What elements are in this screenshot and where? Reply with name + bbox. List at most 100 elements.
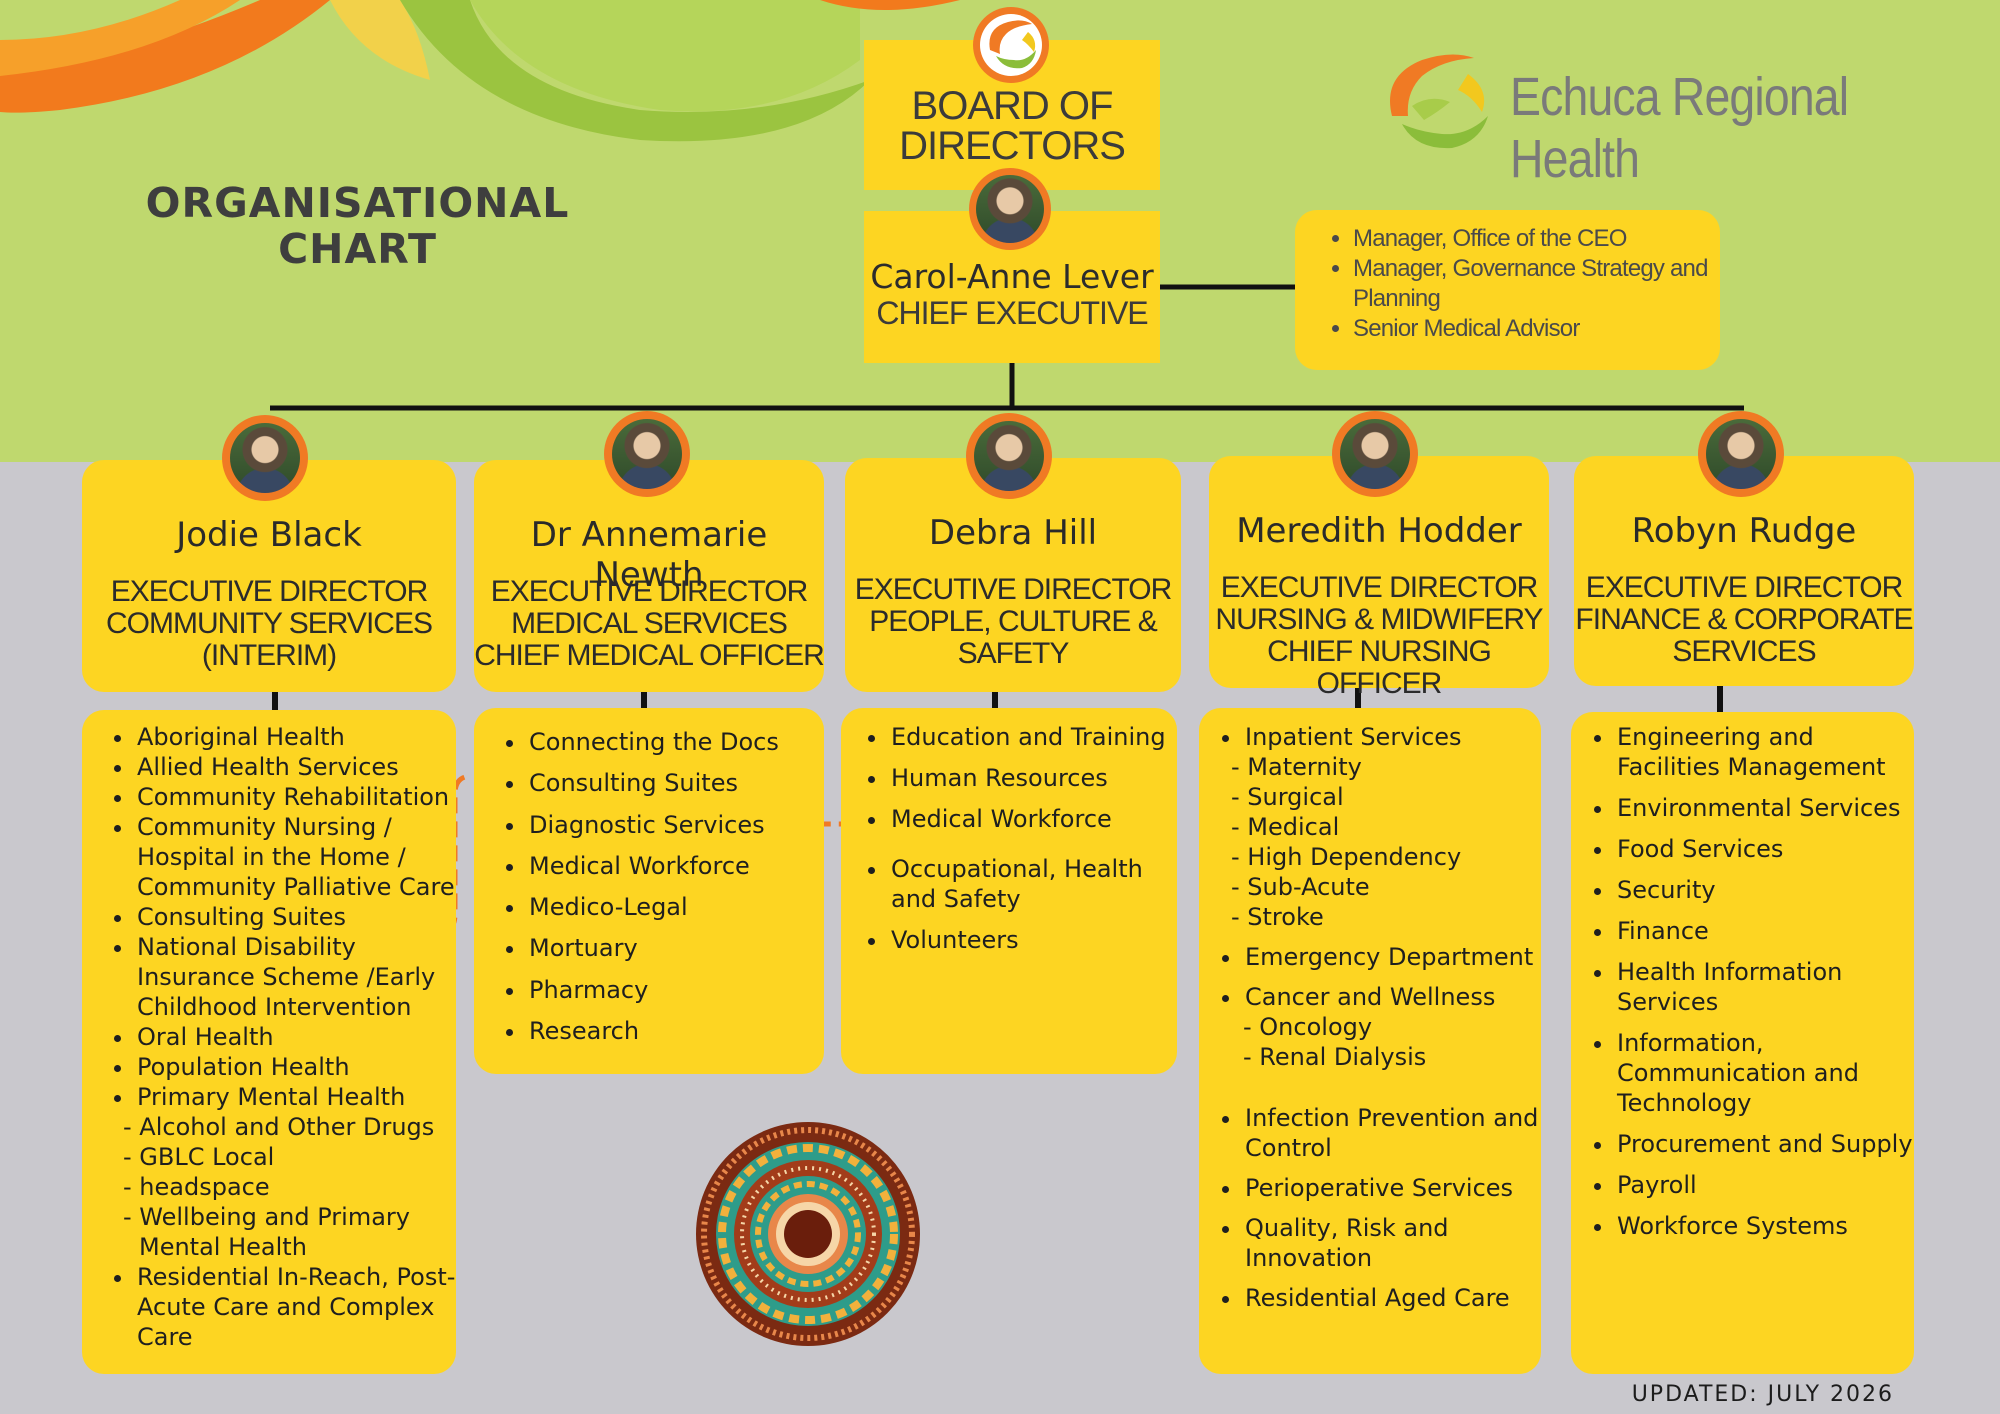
- exec-role-line: COMMUNITY SERVICES: [106, 607, 433, 640]
- sub-item: - headspace: [123, 1173, 270, 1201]
- avatar: [222, 415, 308, 501]
- exec-role: EXECUTIVE DIRECTOR PEOPLE, CULTURE & SAF…: [845, 574, 1181, 670]
- list-item: Residential Aged Care: [1243, 1283, 1541, 1313]
- services-list: Engineering and Facilities Management En…: [1571, 722, 1914, 1241]
- list-item: Medical Workforce: [527, 846, 824, 887]
- list-item: Occupational, Health and Safety: [889, 854, 1177, 914]
- exec-name: Dr Annemarie Newth: [530, 515, 768, 595]
- exec-role-line: CHIEF MEDICAL OFFICER: [474, 639, 825, 672]
- list-item: Procurement and Supply: [1615, 1129, 1914, 1159]
- exec-name: Jodie Black: [176, 515, 362, 555]
- exec-role-line: FINANCE & CORPORATE: [1575, 603, 1913, 636]
- list-item: Senior Medical Advisor: [1353, 314, 1720, 344]
- ceo-advisors-box: Manager, Office of the CEO Manager, Gove…: [1295, 210, 1720, 370]
- sub-item: - Oncology: [1243, 1013, 1373, 1041]
- exec-role-line: MEDICAL SERVICES: [511, 607, 788, 640]
- sub-item: - Wellbeing and Primary: [123, 1203, 410, 1231]
- decorative-leaves: [0, 0, 960, 142]
- exec-box-medical: Dr Annemarie Newth EXECUTIVE DIRECTOR ME…: [474, 460, 825, 692]
- board-title-line2: DIRECTORS: [899, 124, 1126, 168]
- board-title: BOARD OF DIRECTORS: [887, 86, 1137, 166]
- exec-role-line: EXECUTIVE DIRECTOR: [490, 575, 809, 608]
- sub-item: - Alcohol and Other Drugs: [123, 1113, 435, 1141]
- exec-role: EXECUTIVE DIRECTOR MEDICAL SERVICES CHIE…: [474, 575, 825, 672]
- sub-item: - Surgical: [1231, 783, 1344, 811]
- avatar: [966, 413, 1052, 499]
- sub-item: - Stroke: [1231, 903, 1324, 931]
- sub-item: Mental Health: [139, 1233, 307, 1261]
- list-item: Community Nursing / Hospital in the Home…: [135, 812, 456, 902]
- list-item: Food Services: [1615, 834, 1914, 864]
- exec-role-line: (INTERIM): [201, 639, 337, 672]
- list-item: Primary Mental Health - Alcohol and Othe…: [123, 1082, 456, 1262]
- services-box-nursing: Inpatient Services - Maternity - Surgica…: [1199, 708, 1541, 1374]
- list-item: Aboriginal Health: [135, 722, 456, 752]
- list-item: Volunteers: [889, 925, 1177, 955]
- avatar: [604, 411, 690, 497]
- sub-item: - High Dependency: [1231, 843, 1462, 871]
- list-item: Consulting Suites: [135, 902, 456, 932]
- list-item: Consulting Suites: [527, 763, 824, 804]
- list-item: Infection Prevention and Control: [1243, 1103, 1541, 1163]
- ceo-name: Carol-Anne Lever: [870, 257, 1154, 296]
- list-item: Cancer and Wellness - Oncology - Renal D…: [1243, 982, 1541, 1072]
- exec-role: EXECUTIVE DIRECTOR FINANCE & CORPORATE S…: [1574, 572, 1914, 668]
- sub-item: - GBLC Local: [123, 1143, 275, 1171]
- list-item: Information, Communication and Technolog…: [1615, 1028, 1914, 1118]
- chart-title-line1: ORGANISATIONAL: [145, 179, 570, 227]
- list-item: Population Health: [135, 1052, 456, 1082]
- services-list: Education and Training Human Resources M…: [841, 722, 1177, 955]
- exec-role-line: NURSING & MIDWIFERY: [1215, 603, 1543, 636]
- sub-item: - Renal Dialysis: [1243, 1043, 1427, 1071]
- board-title-line1: BOARD OF: [911, 84, 1114, 128]
- list-item: Human Resources: [889, 763, 1177, 793]
- exec-name: Debra Hill: [928, 513, 1098, 553]
- ceo-avatar: [969, 168, 1051, 250]
- board-logo-icon: [973, 7, 1049, 83]
- list-item: Finance: [1615, 916, 1914, 946]
- list-item: Perioperative Services: [1243, 1173, 1541, 1203]
- list-item: Manager, Office of the CEO: [1353, 224, 1720, 254]
- list-item: Mortuary: [527, 928, 824, 969]
- list-item: Research: [527, 1011, 824, 1052]
- list-item: Medical Workforce: [889, 804, 1177, 834]
- list-item: Manager, Governance Strategy and Plannin…: [1353, 254, 1720, 314]
- list-item: Connecting the Docs: [527, 722, 824, 763]
- list-item: Quality, Risk and Innovation: [1243, 1213, 1541, 1273]
- services-list: Aboriginal Health Allied Health Services…: [82, 722, 456, 1352]
- list-item: Security: [1615, 875, 1914, 905]
- list-item: Allied Health Services: [135, 752, 456, 782]
- services-box-medical: Connecting the Docs Consulting Suites Di…: [474, 708, 824, 1074]
- list-item: Environmental Services: [1615, 793, 1914, 823]
- list-item: Diagnostic Services: [527, 805, 824, 846]
- aboriginal-art-icon: [696, 1122, 920, 1346]
- list-item: Emergency Department: [1243, 942, 1541, 972]
- exec-role-line: EXECUTIVE DIRECTOR: [1585, 571, 1904, 604]
- services-box-people-culture: Education and Training Human Resources M…: [841, 708, 1177, 1074]
- exec-role-line: EXECUTIVE DIRECTOR: [854, 573, 1173, 606]
- avatar: [1332, 411, 1418, 497]
- list-item: Residential In-Reach, Post-Acute Care an…: [135, 1262, 456, 1352]
- list-item: Engineering and Facilities Management: [1615, 722, 1914, 782]
- exec-name: Robyn Rudge: [1631, 511, 1857, 551]
- list-item-label: Inpatient Services: [1245, 723, 1462, 751]
- exec-role-line: SERVICES: [1672, 635, 1816, 668]
- exec-role: EXECUTIVE DIRECTOR NURSING & MIDWIFERY C…: [1209, 572, 1549, 700]
- avatar: [1698, 411, 1784, 497]
- sub-item: - Maternity: [1231, 753, 1362, 781]
- ceo-role: CHIEF EXECUTIVE: [876, 295, 1148, 331]
- list-item: Oral Health: [135, 1022, 456, 1052]
- list-item-label: Cancer and Wellness: [1245, 983, 1496, 1011]
- exec-role-line: EXECUTIVE DIRECTOR: [1220, 571, 1539, 604]
- list-item: Community Rehabilitation: [135, 782, 456, 812]
- exec-role-line: PEOPLE, CULTURE &: [869, 605, 1158, 638]
- list-item: Workforce Systems: [1615, 1211, 1914, 1241]
- list-item: Medico-Legal: [527, 887, 824, 928]
- exec-name: Meredith Hodder: [1236, 511, 1522, 551]
- advisors-list: Manager, Office of the CEO Manager, Gove…: [1295, 224, 1720, 344]
- list-item: National Disability Insurance Scheme /Ea…: [135, 932, 456, 1022]
- exec-role-line: CHIEF NURSING OFFICER: [1267, 635, 1492, 700]
- exec-role-line: SAFETY: [957, 637, 1070, 670]
- exec-box-nursing: Meredith Hodder EXECUTIVE DIRECTOR NURSI…: [1209, 456, 1549, 700]
- logo-text: Echuca Regional Health: [1510, 67, 1849, 189]
